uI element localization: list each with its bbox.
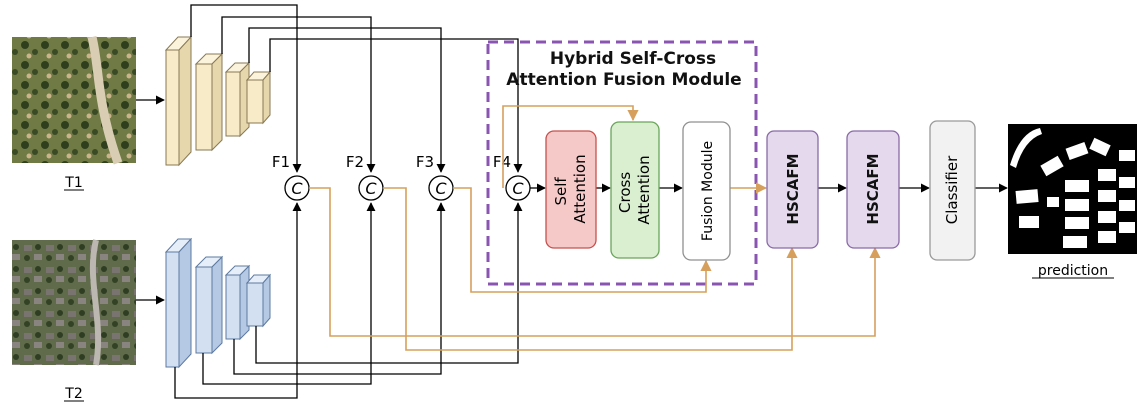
prediction-map bbox=[1008, 124, 1137, 254]
encoder-t1-stage-4 bbox=[245, 70, 272, 125]
concat-node-f2: C bbox=[358, 175, 384, 201]
feature-wires-t2 bbox=[174, 202, 523, 399]
skip-connections bbox=[309, 105, 881, 351]
encoder-t2-stage-4 bbox=[245, 273, 272, 328]
encoder-t2-stage-3 bbox=[224, 264, 251, 341]
svg-text:C: C bbox=[512, 179, 524, 198]
classifier-block: Classifier bbox=[929, 120, 976, 261]
hybrid-module-title-line1: Hybrid Self-Cross bbox=[550, 49, 716, 69]
t1-image bbox=[12, 35, 136, 165]
concat-node-f1: C bbox=[284, 175, 310, 201]
svg-text:C: C bbox=[365, 179, 377, 198]
self-attention-block: Self Attention bbox=[545, 130, 597, 249]
encoder-t2-stage-2 bbox=[194, 255, 224, 355]
hybrid-module-title-line2: Attention Fusion Module bbox=[506, 70, 741, 90]
f4-label: F4 bbox=[493, 153, 511, 171]
t2-image bbox=[12, 239, 136, 366]
f2-label: F2 bbox=[346, 153, 364, 171]
f1-label: F1 bbox=[272, 153, 290, 171]
svg-text:Classifier: Classifier bbox=[943, 155, 961, 224]
t1-label: T1 bbox=[64, 175, 82, 191]
encoder-t1-stage-1 bbox=[164, 35, 193, 167]
hscafm-block-2: HSCAFM bbox=[846, 130, 900, 249]
encoder-t2-stage-1 bbox=[164, 237, 193, 369]
hybrid-module-border bbox=[486, 40, 758, 286]
svg-text:Fusion Module: Fusion Module bbox=[700, 141, 716, 241]
svg-text:Cross Attention: Cross Attention bbox=[616, 155, 653, 224]
svg-text:HSCAFM: HSCAFM bbox=[784, 153, 802, 224]
encoder-t1 bbox=[164, 35, 272, 167]
prediction-label: prediction bbox=[1038, 263, 1108, 279]
svg-text:C: C bbox=[291, 179, 303, 198]
f3-label: F3 bbox=[416, 153, 434, 171]
concat-node-f3: C bbox=[428, 175, 454, 201]
encoder-t1-stage-2 bbox=[194, 52, 224, 152]
svg-text:C: C bbox=[435, 179, 447, 198]
hscafm-block-1: HSCAFM bbox=[766, 130, 819, 249]
t2-label: T2 bbox=[64, 386, 82, 402]
concat-node-f4: C bbox=[505, 175, 531, 201]
fusion-module-block: Fusion Module bbox=[682, 121, 731, 261]
cross-attention-block: Cross Attention bbox=[610, 121, 660, 259]
encoder-t1-stage-3 bbox=[224, 61, 251, 138]
svg-text:HSCAFM: HSCAFM bbox=[864, 153, 882, 224]
svg-text:Self Attention: Self Attention bbox=[552, 154, 589, 223]
encoder-t2 bbox=[164, 237, 272, 369]
